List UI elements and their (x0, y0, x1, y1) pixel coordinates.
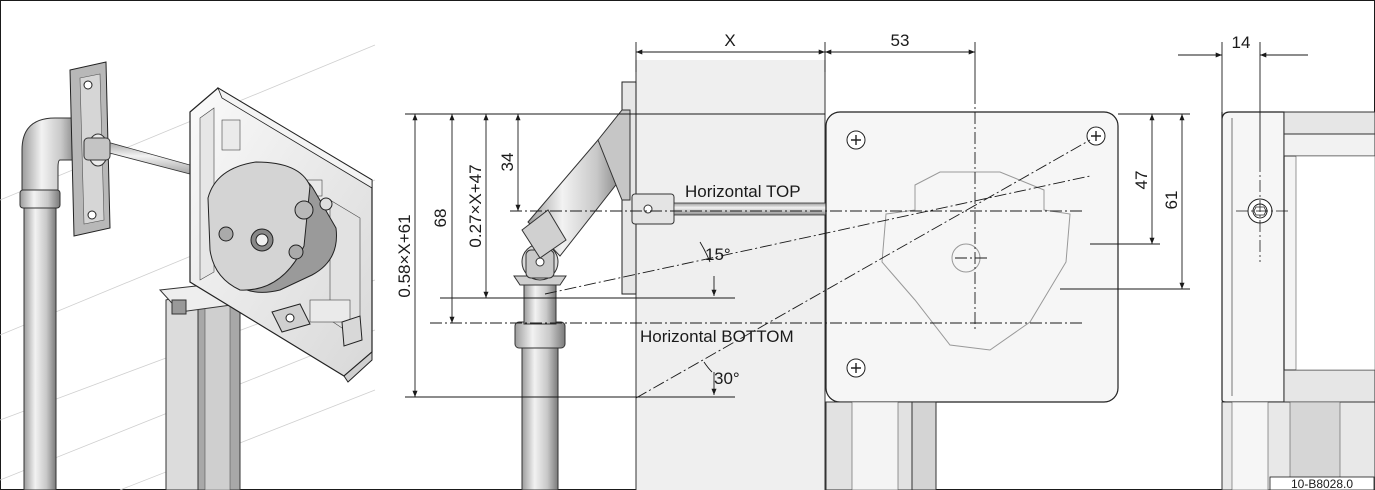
dim-68-label: 68 (431, 209, 450, 228)
dim-x-label: X (724, 31, 735, 50)
reference-number: 10-B8028.0 (1291, 477, 1353, 490)
dim-61-label: 61 (1162, 191, 1181, 210)
dim-027-label: 0.27×X+47 (466, 164, 485, 247)
reference-box (1269, 476, 1375, 490)
dim-34-label: 34 (498, 153, 517, 172)
dim-53-label: 53 (891, 31, 910, 50)
dim-14-label: 14 (1232, 33, 1251, 52)
angle-30-label: 30° (714, 369, 740, 388)
screw-icon (1086, 126, 1106, 146)
screw-icon (846, 130, 866, 150)
sash-panel (636, 60, 825, 490)
horizontal-top-label: Horizontal TOP (685, 182, 801, 201)
motor-cover (825, 111, 1119, 490)
front-view (513, 60, 827, 490)
isometric-view (0, 44, 376, 490)
center-lines (430, 92, 1091, 399)
horizontal-bottom-label: Horizontal BOTTOM (640, 327, 794, 346)
dim-47-label: 47 (1132, 171, 1151, 190)
dimension-lines (405, 42, 1190, 398)
screw-icon (846, 358, 866, 378)
dim-058-label: 0.58×X+61 (395, 214, 414, 297)
angle-15-label: 15° (705, 245, 731, 264)
side-view: 14 (1178, 33, 1375, 490)
